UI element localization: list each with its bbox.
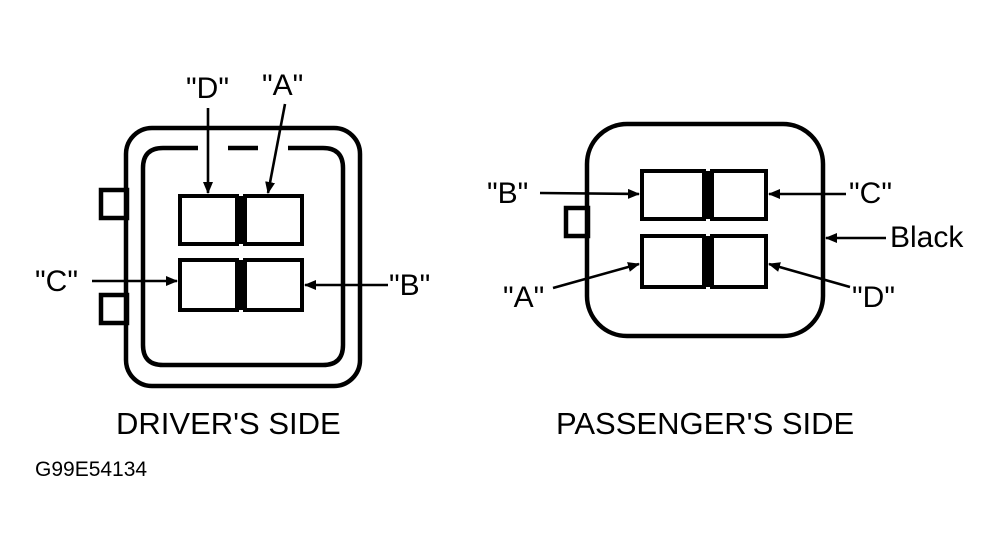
driver-label-b: "B" xyxy=(389,269,430,302)
passenger-cavity-b xyxy=(640,169,706,221)
passenger-tab xyxy=(563,205,591,239)
driver-cavity-c xyxy=(178,258,239,312)
driver-connector: "D" "A" "C" "B" DRIVER'S SIDE xyxy=(35,69,430,441)
figure-code: G99E54134 xyxy=(35,458,147,481)
passenger-housing xyxy=(584,121,826,339)
passenger-cavity-d xyxy=(710,234,768,289)
passenger-label-a: "A" xyxy=(503,281,544,314)
passenger-color-label: Black xyxy=(890,221,964,254)
driver-cavity-d xyxy=(178,194,239,246)
passenger-label-b: "B" xyxy=(487,177,528,210)
passenger-connector: "B" "C" Black "A" "D" PASSENGER'S SIDE xyxy=(487,121,964,441)
passenger-divider-top xyxy=(703,171,713,219)
passenger-cavity-c xyxy=(710,169,768,221)
driver-label-a: "A" xyxy=(262,69,303,102)
driver-caption: DRIVER'S SIDE xyxy=(116,406,341,441)
driver-divider-bottom xyxy=(236,260,246,310)
driver-divider-top xyxy=(236,196,246,244)
passenger-arrow-a xyxy=(552,262,640,290)
passenger-label-c: "C" xyxy=(849,177,892,210)
driver-cavity-a xyxy=(243,194,304,246)
passenger-arrow-b xyxy=(539,188,640,199)
driver-label-c: "C" xyxy=(35,265,78,298)
driver-housing-inner xyxy=(140,145,346,368)
driver-top-tab xyxy=(98,187,130,221)
passenger-divider-bottom xyxy=(703,236,713,287)
driver-housing-outer xyxy=(123,125,363,389)
driver-bottom-tab xyxy=(98,292,130,326)
passenger-arrow-d xyxy=(768,262,851,289)
passenger-caption: PASSENGER'S SIDE xyxy=(556,406,854,441)
passenger-cavity-a xyxy=(640,234,706,289)
passenger-label-d: "D" xyxy=(852,281,895,314)
driver-arrow-a xyxy=(265,103,287,194)
driver-cavity-b xyxy=(243,258,304,312)
driver-label-d: "D" xyxy=(186,72,229,105)
